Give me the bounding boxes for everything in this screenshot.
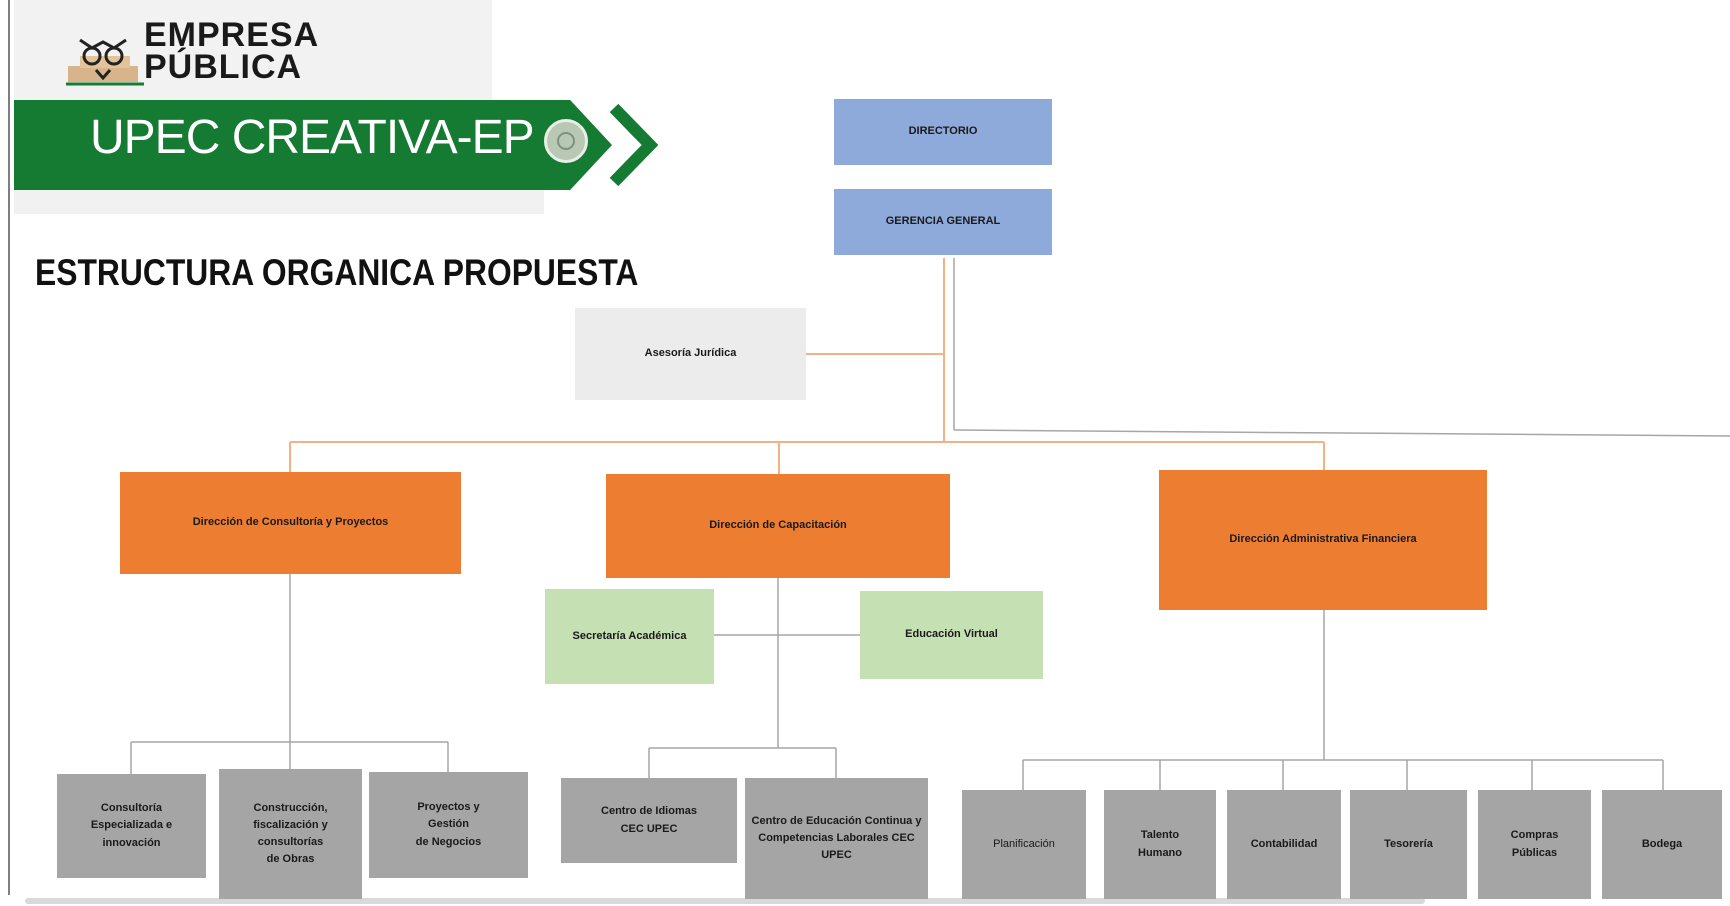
logo-text-empresa: EMPRESA [144,16,320,54]
org-box-proyectos-gestion: Proyectos y Gestión de Negocios [369,772,528,878]
org-box-construccion-fiscalizacion: Construcción, fiscalización y consultorí… [219,769,362,899]
org-box-label: Tesorería [1384,837,1433,850]
org-box-label: DIRECTORIO [908,125,978,138]
org-box-centro-idiomas: Centro de Idiomas CEC UPEC [561,778,737,863]
owl-logo-icon [66,38,144,86]
org-box-direccion-administrativa: Dirección Administrativa Financiera [1159,470,1487,610]
org-box-label: Bodega [1641,837,1683,850]
org-box-label: Compras Públicas [1510,829,1559,859]
org-box-label: Asesoría Jurídica [644,347,737,360]
banner-green-band [14,100,612,190]
org-box-direccion-capacitacion: Dirección de Capacitación [606,474,950,578]
org-box-label: Talento Humano [1138,829,1182,859]
org-box-contabilidad: Contabilidad [1227,790,1341,899]
org-box-planificacion: Planificación [962,790,1086,899]
page-title: ESTRUCTURA ORGANICA PROPUESTA [35,252,639,293]
logo-text-publica: PÚBLICA [144,48,303,86]
org-box-gerencia-general: GERENCIA GENERAL [834,189,1052,255]
org-box-label: Dirección de Consultoría y Proyectos [192,516,389,529]
org-box-label: Consultoría Especializada e innovación [90,802,173,849]
org-box-label: Dirección Administrativa Financiera [1229,533,1417,546]
org-box-label: Educación Virtual [905,628,998,641]
org-box-bodega: Bodega [1602,790,1722,899]
university-seal-icon [544,119,588,163]
org-box-label: Contabilidad [1250,837,1318,850]
org-box-consultoria-especializada: Consultoría Especializada e innovación [57,774,206,878]
org-box-tesoreria: Tesorería [1350,790,1467,899]
horizontal-scrollbar[interactable] [25,898,1425,904]
org-box-direccion-consultoria: Dirección de Consultoría y Proyectos [120,472,461,574]
left-border [8,0,10,895]
company-logo: EMPRESA PÚBLICA [66,16,318,90]
org-box-secretaria-academica: Secretaría Académica [545,589,714,684]
org-box-label: Centro de Idiomas CEC UPEC [601,805,697,835]
banner-background-bottom [14,190,544,214]
org-box-label: Centro de Educación Continua y Competenc… [751,814,922,862]
org-box-label: Construcción, fiscalización y consultorí… [253,801,328,866]
banner-title: UPEC CREATIVA-EP [90,111,535,164]
org-box-label: GERENCIA GENERAL [885,215,1001,228]
connector-right-branch-h [953,429,1730,437]
org-box-label: Secretaría Académica [572,629,687,642]
org-box-directorio: DIRECTORIO [834,99,1052,165]
org-box-compras-publicas: Compras Públicas [1478,790,1591,899]
org-box-label: Planificación [993,837,1055,850]
org-box-educacion-virtual: Educación Virtual [860,591,1043,679]
chevron-right-icon [609,103,659,187]
org-box-centro-educacion-continua: Centro de Educación Continua y Competenc… [745,778,928,899]
org-box-asesoria-juridica: Asesoría Jurídica [575,308,806,400]
org-box-label: Proyectos y Gestión de Negocios [415,801,482,848]
org-box-label: Dirección de Capacitación [709,519,847,532]
org-box-talento-humano: Talento Humano [1104,790,1216,899]
